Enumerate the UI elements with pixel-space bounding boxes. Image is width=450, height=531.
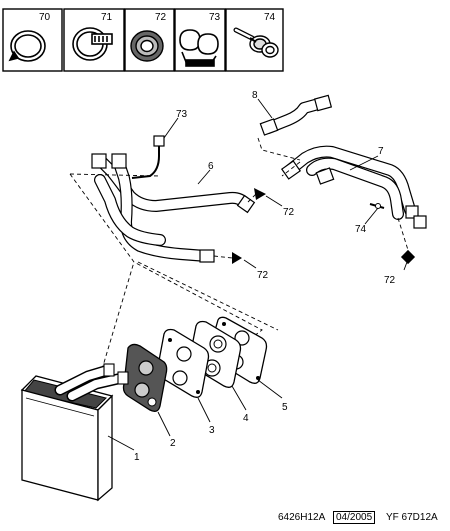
part-box-72[interactable]: 72 — [124, 8, 175, 72]
clip-right[interactable] — [400, 249, 416, 265]
part-box-73[interactable]: 73 — [174, 8, 226, 72]
part-ref-74: 74 — [264, 12, 276, 23]
callout-gasket: 4 — [243, 413, 249, 424]
clip-top[interactable] — [254, 188, 266, 200]
callout-bracket: 73 — [176, 109, 188, 120]
part-ref-70: 70 — [39, 12, 51, 23]
callout-heater-pipes: 6 — [208, 161, 214, 172]
callout-clip-mid: 72 — [257, 270, 269, 281]
grommet-icon — [130, 30, 164, 62]
callout-seal-a: 2 — [170, 438, 176, 449]
screw-washer-icon — [233, 27, 279, 58]
callout-pipe-assembly: 7 — [378, 146, 384, 157]
heater-matrix[interactable] — [20, 363, 129, 502]
hose-clamp-band-icon — [8, 30, 46, 62]
callout-screw: 74 — [355, 224, 367, 235]
screw-part[interactable] — [369, 203, 385, 209]
seal-a[interactable] — [122, 343, 168, 412]
callout-hose-elbow: 8 — [252, 90, 258, 101]
callout-heater-matrix: 1 — [134, 452, 140, 463]
part-ref-73: 73 — [209, 12, 221, 23]
heater-pipes[interactable] — [91, 153, 256, 263]
callout-clip-top: 72 — [283, 207, 295, 218]
part-box-71[interactable]: 71 — [63, 8, 125, 72]
clip-mid[interactable] — [232, 252, 242, 264]
part-box-74[interactable]: 74 — [225, 8, 284, 72]
worm-drive-clamp-icon — [72, 27, 113, 61]
callout-seal-b: 3 — [209, 425, 215, 436]
pipe-assembly[interactable] — [280, 145, 427, 229]
bracket-part[interactable] — [153, 135, 165, 147]
callout-plate: 5 — [282, 402, 288, 413]
part-ref-71: 71 — [101, 12, 113, 23]
reference-code: 6426H12A — [278, 512, 326, 523]
part-ref-72: 72 — [155, 12, 167, 23]
callout-clip-right: 72 — [384, 275, 396, 286]
pipe-bracket-icon — [179, 29, 219, 67]
part-box-70[interactable]: 70 — [2, 8, 63, 72]
reference-model: YF 67D12A — [386, 512, 438, 523]
seal-b[interactable] — [156, 328, 210, 398]
hose-elbow[interactable] — [259, 94, 333, 136]
reference-date: 04/2005 — [333, 511, 376, 524]
